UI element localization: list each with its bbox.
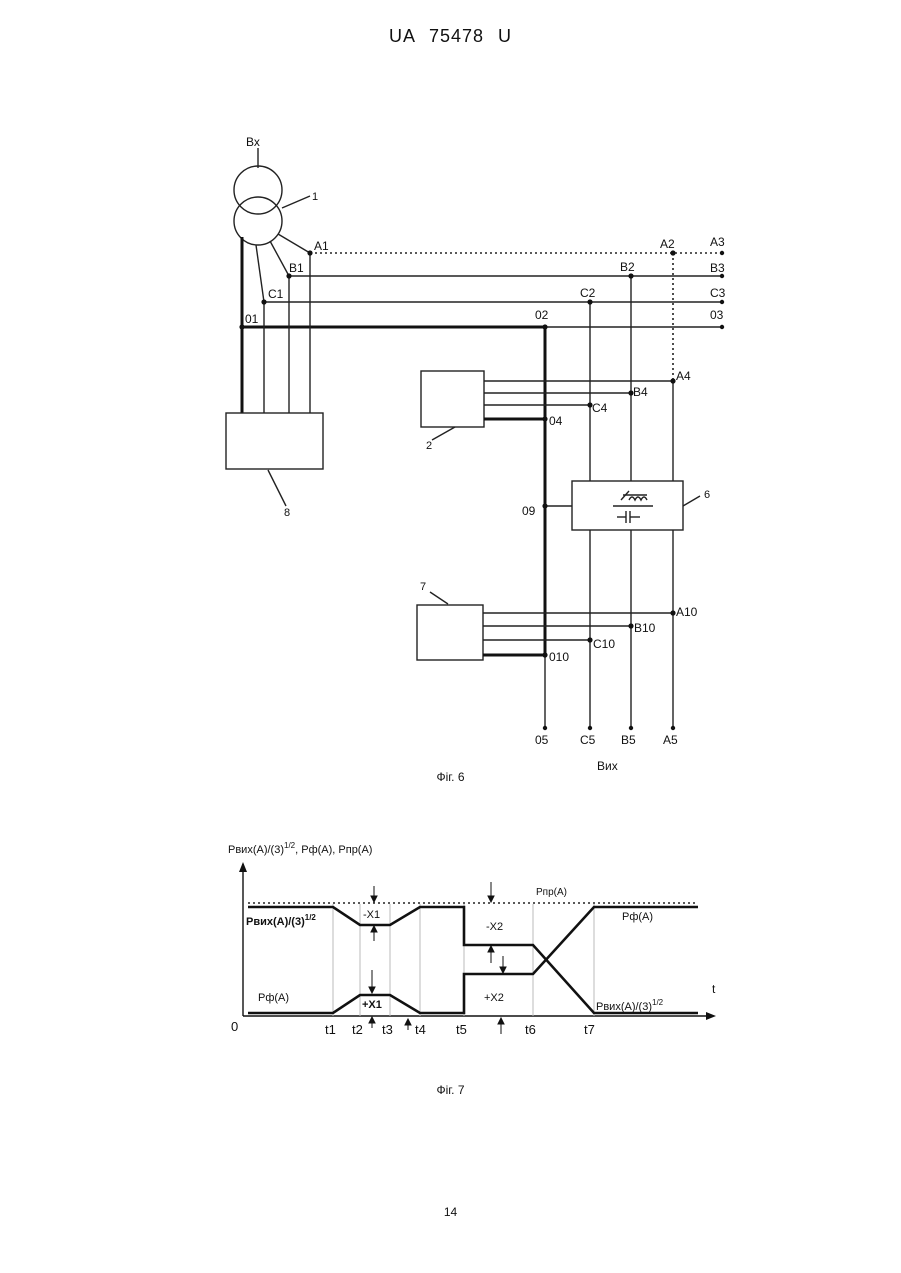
fig7-y-axis-title: Рвих(А)/(3)1/2, Рф(А), Рпр(А) — [228, 841, 372, 856]
label-pf-left: Рф(А) — [258, 992, 289, 1004]
tick-t4: t4 — [415, 1022, 426, 1037]
fig7-x-axis-label: t — [712, 982, 716, 996]
page-number: 14 — [0, 1205, 901, 1219]
fig7-y-axis-arrow — [239, 862, 247, 872]
label-pvih-right: Рвих(А)/(3)1/2 — [596, 998, 664, 1013]
tick-t7: t7 — [584, 1022, 595, 1037]
tick-t6: t6 — [525, 1022, 536, 1037]
label-pvih-left: Рвих(А)/(3)1/2 — [246, 913, 316, 928]
tick-t1: t1 — [325, 1022, 336, 1037]
label-ppr: Рпр(А) — [536, 887, 567, 898]
label-minus-x2: -X2 — [486, 921, 503, 933]
fig7-x-axis-arrow — [706, 1012, 716, 1020]
tick-t3: t3 — [382, 1022, 393, 1037]
label-plus-x2: +X2 — [484, 992, 504, 1004]
label-minus-x1: -X1 — [363, 909, 380, 921]
label-pf-right: Рф(А) — [622, 911, 653, 923]
fig7-origin: 0 — [231, 1019, 238, 1034]
tick-t2: t2 — [352, 1022, 363, 1037]
label-plus-x1: +X1 — [362, 999, 382, 1011]
fig7-caption: Фіг. 7 — [0, 1083, 901, 1097]
tick-t5: t5 — [456, 1022, 467, 1037]
